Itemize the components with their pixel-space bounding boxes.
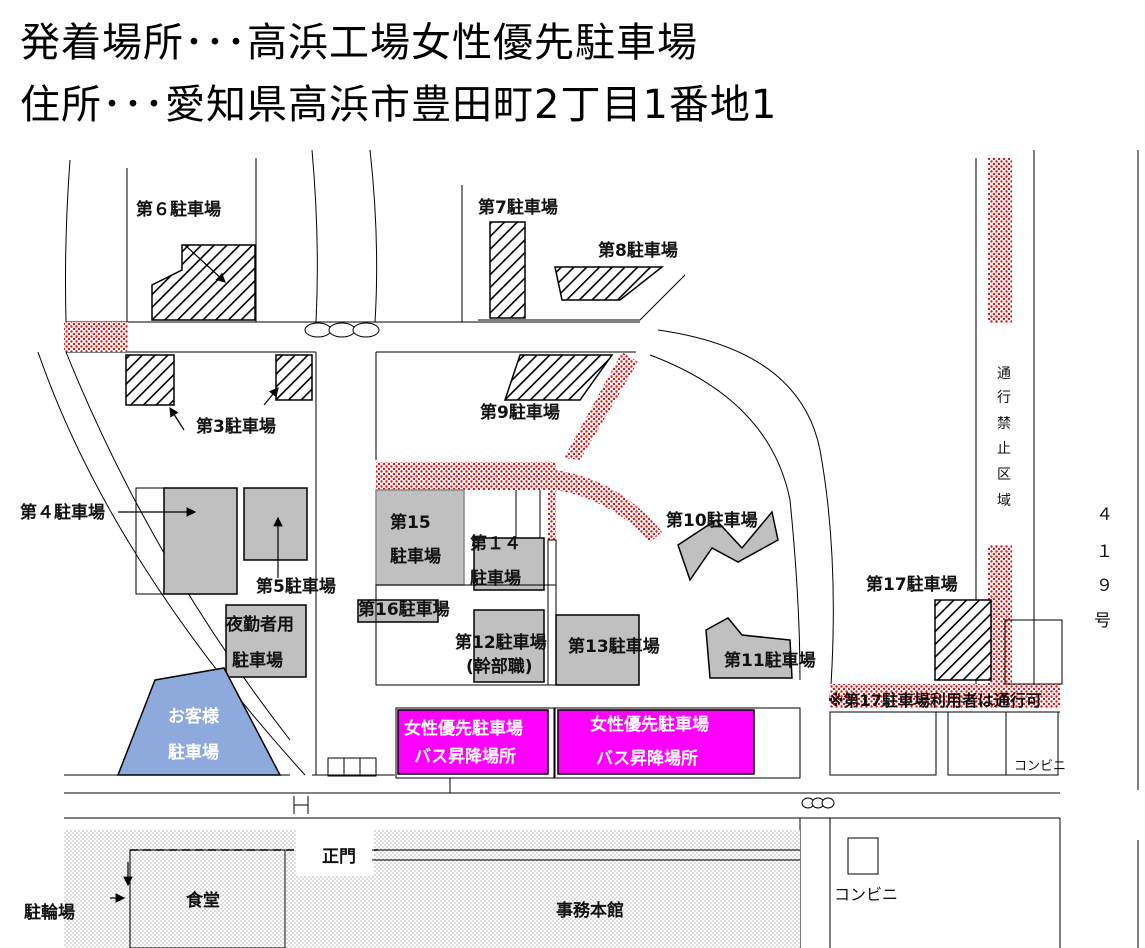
- building-labels: 正門 食堂 事務本館 駐輪場 コンビニ コンビニ: [24, 759, 1066, 923]
- pointer-arrows: [110, 244, 283, 903]
- route-char-4: 号: [1094, 611, 1111, 631]
- women-lot-left: [397, 709, 549, 775]
- hatched-lots: [125, 221, 992, 681]
- label-night-b: 駐車場: [232, 650, 283, 671]
- label-lot-13: 第13駐車場: [568, 636, 660, 657]
- label-cafeteria: 食堂: [186, 890, 220, 911]
- label-women-left-a: 女性優先駐車場: [404, 718, 523, 739]
- lot-9-shape: [503, 354, 614, 401]
- lot-5-shape: [243, 487, 308, 561]
- label-lot-4: 第４駐車場: [20, 502, 105, 523]
- lot-13-shape: [555, 614, 640, 686]
- label-lot-5: 第5駐車場: [256, 576, 336, 597]
- label-lot-9: 第9駐車場: [480, 402, 560, 423]
- no-entry-char-1: 通: [997, 366, 1011, 382]
- no-entry-char-5: 区: [997, 467, 1011, 483]
- label-lot-6: 第６駐車場: [136, 199, 221, 220]
- label-office: 事務本館: [556, 900, 624, 921]
- title-address: 住所･･･愛知県高浜市豊田町2丁目1番地1: [20, 82, 778, 128]
- label-convenience-small: コンビニ: [1014, 759, 1066, 774]
- title-departure-place: 発着場所･･･高浜工場女性優先駐車場: [20, 20, 698, 66]
- lot-7-shape: [489, 221, 526, 319]
- lot-14-shape: [473, 537, 545, 591]
- label-lot-15-a: 第15: [390, 512, 431, 533]
- lot-11-shape: [705, 617, 793, 679]
- no-entry-char-2: 行: [997, 390, 1011, 406]
- lot-4-shape: [163, 487, 238, 595]
- label-lot-15-b: 駐車場: [390, 546, 441, 567]
- label-lot-10: 第10駐車場: [666, 510, 758, 531]
- lot-labels: 第６駐車場 第7駐車場 第8駐車場 第9駐車場 第3駐車場 第４駐車場 第5駐車…: [20, 197, 1042, 769]
- lot-6-shape: [151, 244, 256, 321]
- label-guest-a: お客様: [168, 706, 220, 727]
- route-char-1: ４: [1096, 505, 1113, 525]
- lot-guest-shape: [116, 667, 282, 776]
- lot-3a-shape: [125, 354, 175, 406]
- route-char-3: ９: [1096, 576, 1113, 596]
- lot-night-shape: [225, 604, 307, 678]
- label-guest-b: 駐車場: [168, 742, 219, 763]
- restricted-zones: [64, 158, 1060, 708]
- label-lot-17: 第17駐車場: [866, 574, 958, 595]
- lot-17-shape: [934, 599, 992, 681]
- route-char-2: １: [1096, 542, 1113, 562]
- lot-12-shape: [473, 609, 545, 683]
- no-entry-char-6: 域: [997, 493, 1011, 509]
- women-priority-lots: [397, 709, 755, 775]
- label-night-a: 夜勤者用: [225, 614, 294, 635]
- label-women-right-a: 女性優先駐車場: [590, 714, 709, 735]
- factory-area: [64, 830, 879, 948]
- note-p17-access: ※第17駐車場利用者は通行可: [828, 691, 1042, 710]
- lot-3b-shape: [275, 354, 313, 401]
- label-lot-14-a: 第１４: [470, 533, 521, 554]
- label-lot-3: 第3駐車場: [196, 416, 276, 437]
- label-lot-12-sub: (幹部職): [466, 656, 533, 677]
- label-lot-11: 第11駐車場: [724, 650, 816, 671]
- detail-lines: [135, 487, 1063, 814]
- label-lot-8: 第8駐車場: [598, 240, 678, 261]
- label-convenience: コンビニ: [834, 885, 898, 904]
- route-419-label: ４ １ ９ 号: [1094, 505, 1113, 631]
- no-entry-char-3: 禁: [997, 416, 1011, 432]
- label-bicycle: 駐輪場: [24, 902, 75, 923]
- label-main-gate: 正門: [322, 847, 356, 867]
- label-lot-12: 第12駐車場: [455, 632, 547, 653]
- label-lot-14-b: 駐車場: [470, 568, 521, 589]
- no-entry-zone-label: 通 行 禁 止 区 域: [997, 366, 1011, 509]
- lot-15-shape: [375, 489, 465, 586]
- lot-8-shape: [554, 266, 665, 301]
- lot-10-shape: [677, 510, 779, 582]
- no-entry-char-4: 止: [997, 441, 1011, 457]
- women-lot-right: [557, 709, 755, 775]
- label-lot-16: 第16駐車場: [358, 599, 450, 620]
- lot-16-shape: [357, 599, 439, 623]
- culvert-marks: [304, 322, 835, 809]
- gray-lots: [116, 487, 793, 776]
- label-women-right-b: バス昇降場所: [596, 748, 698, 769]
- label-lot-7: 第7駐車場: [478, 197, 558, 218]
- label-women-left-b: バス昇降場所: [414, 746, 516, 767]
